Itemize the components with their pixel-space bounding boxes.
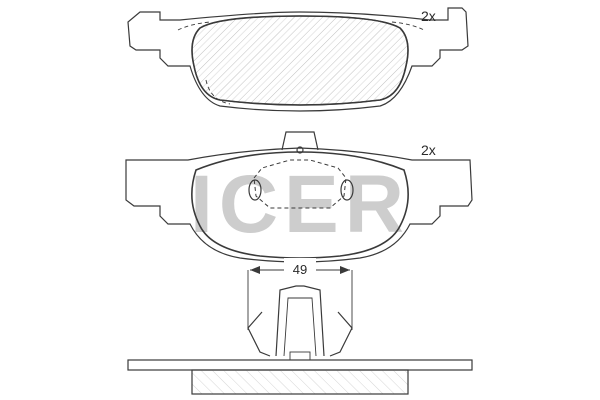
bottom-brake-pad xyxy=(125,131,473,263)
bottom-pad-quantity: 2x xyxy=(421,142,436,158)
svg-text:ICER: ICER xyxy=(190,159,410,250)
side-view-spring-clip xyxy=(247,311,353,357)
bottom-pad-spring-clip xyxy=(253,159,347,209)
bottom-pad-friction-material xyxy=(191,151,409,259)
bottom-pad-center-pin xyxy=(296,146,304,154)
side-view-friction-block xyxy=(191,369,409,395)
bottom-pad-left-hole xyxy=(248,179,262,201)
bottom-pad-center-tab xyxy=(281,131,319,151)
top-pad-quantity: 2x xyxy=(421,8,436,24)
icer-watermark-logo: ICER xyxy=(190,159,410,250)
top-pad-friction-material xyxy=(191,15,409,106)
dimension-arrow-right xyxy=(340,266,350,274)
top-brake-pad xyxy=(127,7,469,112)
top-pad-backing-plate xyxy=(127,7,469,112)
dimension-arrow-left xyxy=(250,266,260,274)
bottom-pad-backing-plate xyxy=(125,147,473,263)
bottom-pad-right-hole xyxy=(340,179,354,201)
width-dimension-label: 49 xyxy=(293,262,307,277)
side-view-backing-plate xyxy=(127,359,473,371)
side-view-pad-profile xyxy=(127,285,473,395)
